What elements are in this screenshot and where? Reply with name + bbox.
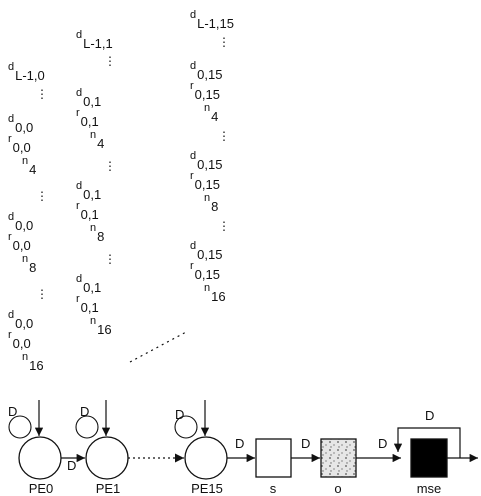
pe15-block0-r-label: r0,15 [190,80,220,102]
delay-label-pe1-loop: D [80,404,90,419]
pe1-node [85,436,129,480]
pe15-block1-r-label: r0,15 [190,170,220,192]
pe0-node [18,436,62,480]
pe0-block0-d-label: d0,0 [8,113,34,135]
pe0-block2-r-label: r0,0 [8,329,31,351]
pe1-block0-ellipsis: ⋮ [104,159,116,173]
pe1-block1-d-label: d0,1 [76,180,102,202]
delay-label-o-mse: D [378,436,388,451]
pe1-block1-n-label: n8 [90,222,105,244]
s-block [255,438,292,478]
delay-label-pe0-loop: D [8,404,18,419]
pe15-block1-n-label: n8 [204,192,219,214]
pe15-node [184,436,228,480]
pe1-block2-d-label: d0,1 [76,273,102,295]
pe15-label: PE15 [191,481,223,496]
pe1-label: PE1 [95,481,121,496]
s-label: s [269,481,277,496]
pe0-block1-n-label: n8 [22,253,37,275]
pe15-block0-ellipsis: ⋮ [218,129,230,143]
pe0-block0-ellipsis: ⋮ [36,189,48,203]
pe1-block1-r-label: r0,1 [76,200,99,222]
mse-feedback-loop [393,427,461,458]
pe0-block1-ellipsis: ⋮ [36,287,48,301]
pe0-block2-d-label: d0,0 [8,309,34,331]
pe0-block0-r-label: r0,0 [8,133,31,155]
pe15-block2-n-label: n16 [204,282,226,304]
pe1-top-ellipsis: ⋮ [104,54,116,68]
pe1-block2-n-label: n16 [90,315,112,337]
pe1-block2-r-label: r0,1 [76,293,99,315]
pe0-label: PE0 [28,481,54,496]
pe15-top-ellipsis: ⋮ [218,35,230,49]
pe15-block0-n-label: n4 [204,102,219,124]
pe0-block1-d-label: d0,0 [8,211,34,233]
delay-label-pe15-loop: D [175,407,185,422]
delay-label-s-o: D [301,436,311,451]
pe15-block1-ellipsis: ⋮ [218,219,230,233]
o-block [320,438,357,478]
o-label: o [334,481,342,496]
delay-label-mse-feedback: D [425,408,435,423]
pe0-top-label: dL-1,0 [8,61,45,83]
pe1-block1-ellipsis: ⋮ [104,252,116,266]
dotted-connector [129,330,189,363]
pe0-block2-n-label: n16 [22,351,44,373]
pe15-block2-r-label: r0,15 [190,260,220,282]
pe1-top-label: dL-1,1 [76,29,113,51]
pe15-block0-d-label: d0,15 [190,60,223,82]
pe0-block0-n-label: n4 [22,155,37,177]
pe1-block0-n-label: n4 [90,129,105,151]
mse-label: mse [416,481,442,496]
pe15-block1-d-label: d0,15 [190,150,223,172]
pe15-self-loop [174,415,198,439]
pe15-block2-d-label: d0,15 [190,240,223,262]
delay-label-pe15-s: D [235,436,245,451]
pe1-block0-r-label: r0,1 [76,107,99,129]
pe0-block1-r-label: r0,0 [8,231,31,253]
pe1-block0-d-label: d0,1 [76,87,102,109]
pe0-self-loop [8,415,32,439]
pe0-top-ellipsis: ⋮ [36,87,48,101]
pe15-top-label: dL-1,15 [190,9,234,31]
delay-label-pe0-pe1: D [67,458,77,473]
mse-block [410,438,448,478]
pe1-self-loop [75,415,99,439]
